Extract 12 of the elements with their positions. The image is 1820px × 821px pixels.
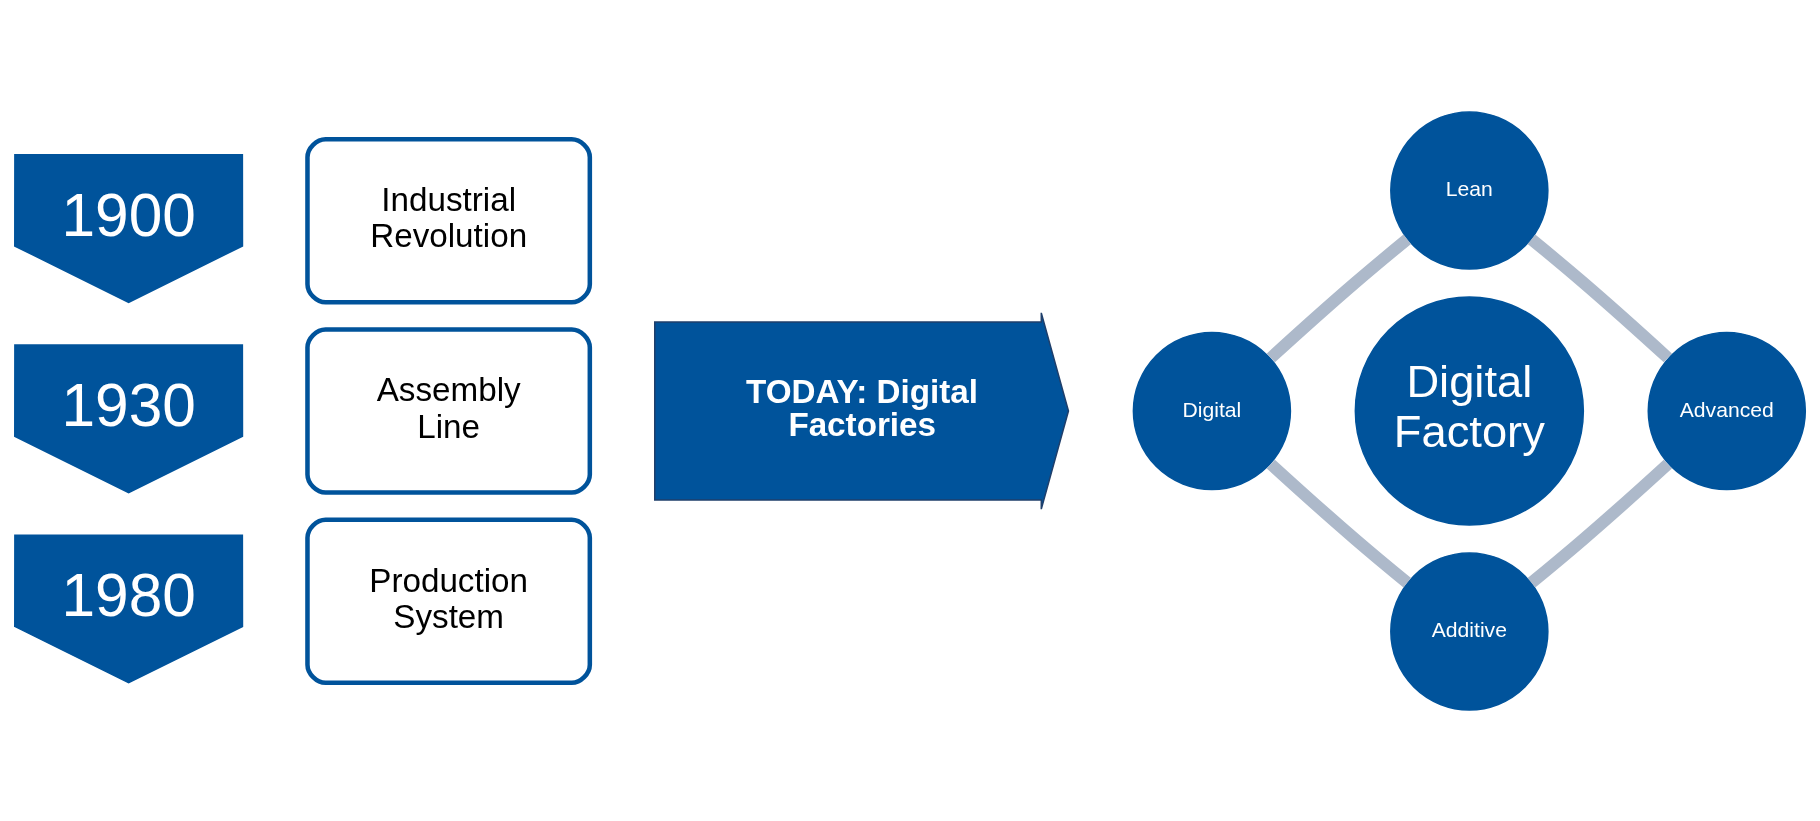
node-circle: Lean [1390, 110, 1549, 270]
node-circle: Digital [1132, 331, 1292, 490]
node-box: Assembly Line [305, 326, 593, 495]
node-circle: Digital Factory [1354, 295, 1585, 526]
node-box: Production System [305, 516, 593, 685]
connector [1266, 459, 1412, 587]
connector [1527, 459, 1672, 587]
connector [1527, 234, 1672, 362]
node-circle: Additive [1390, 551, 1549, 711]
node-box: Industrial Revolution [305, 136, 593, 305]
node-circle: Advanced [1647, 331, 1807, 490]
connector [1266, 234, 1412, 362]
